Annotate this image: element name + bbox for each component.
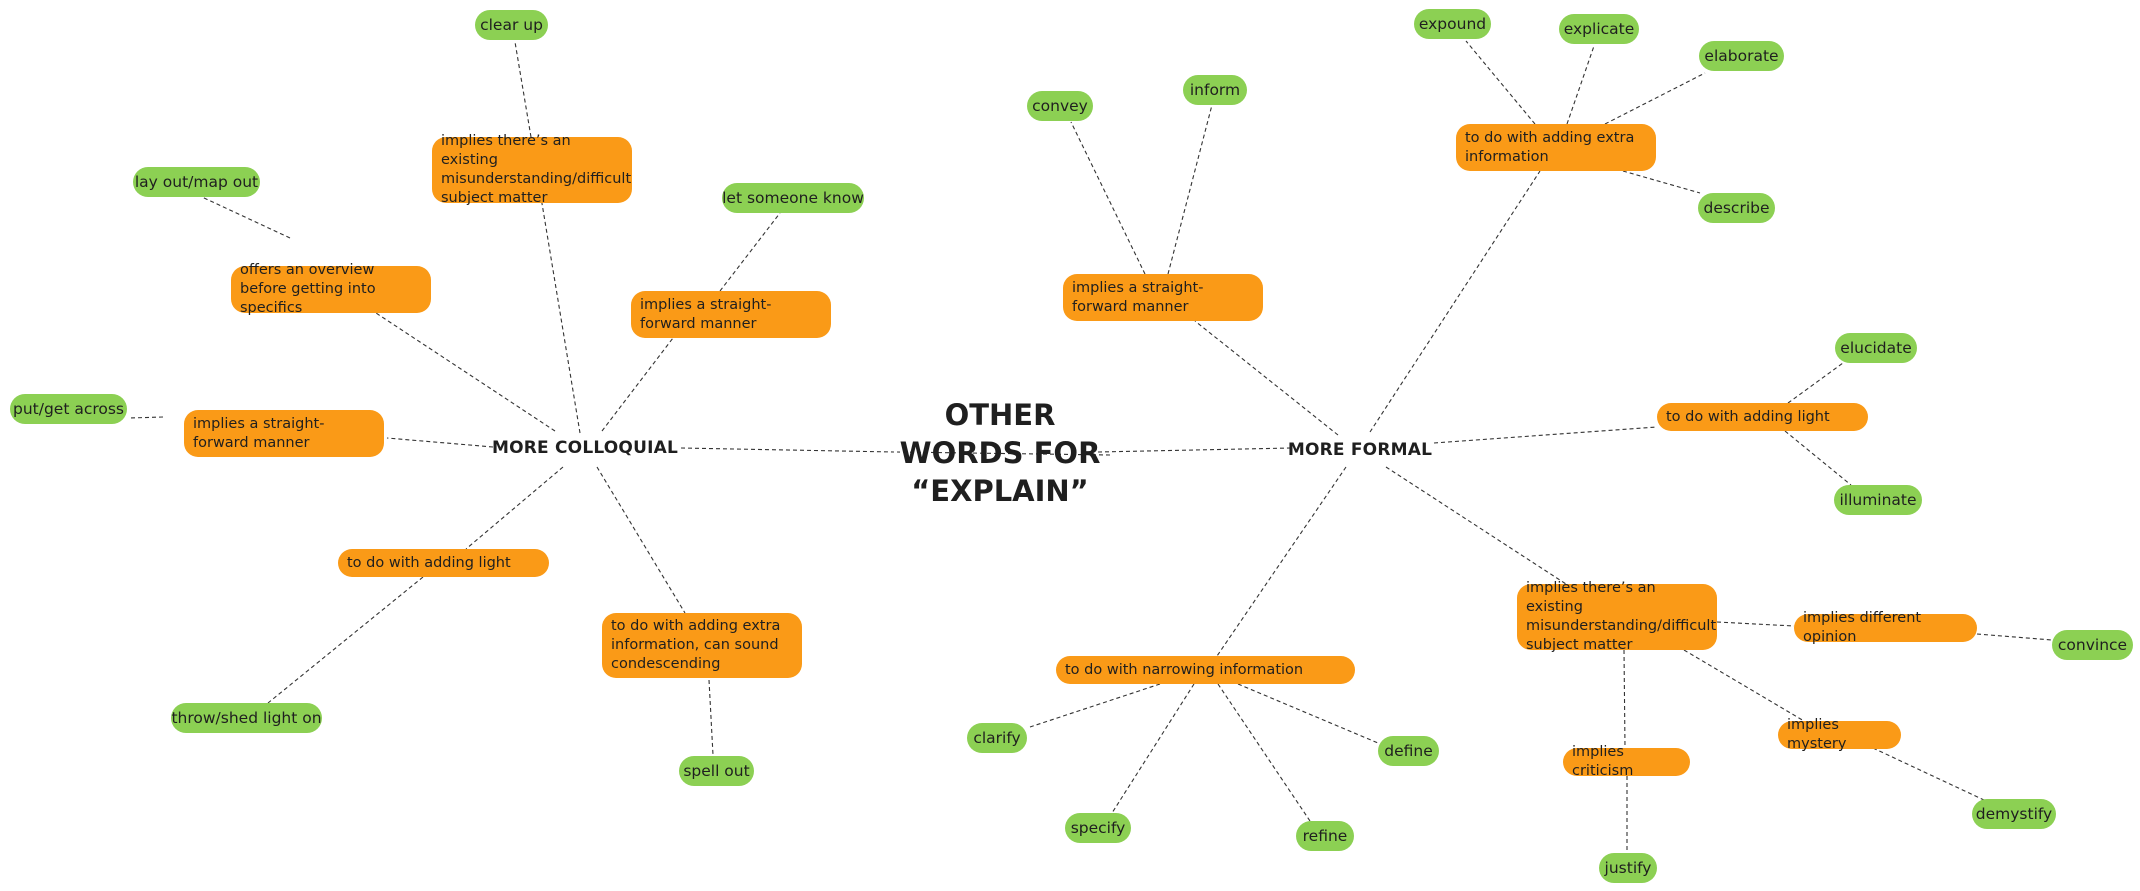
let-someone-know-node: let someone know — [722, 183, 864, 213]
colloquial-misunderstanding-node: implies there’s an existing misunderstan… — [432, 133, 632, 206]
inform-node: inform — [1183, 75, 1247, 105]
colloquial-adding-light-node: to do with adding light — [338, 549, 549, 577]
criticism-node: implies criticism — [1563, 744, 1690, 779]
connector-line — [201, 196, 291, 239]
formal-adding-light-node: to do with adding light — [1657, 403, 1868, 431]
connector-line — [719, 212, 781, 292]
connector-line — [1622, 170, 1701, 194]
clear-up-node: clear up — [475, 10, 548, 40]
justify-node: justify — [1599, 853, 1657, 883]
connector-line — [896, 451, 1111, 456]
connector-line — [267, 576, 424, 704]
refine-node: refine — [1296, 821, 1354, 851]
connector-line — [514, 41, 532, 138]
different-opinion-node: implies different opinion — [1794, 610, 1977, 645]
connector-line — [1167, 104, 1213, 275]
connector-line — [1433, 426, 1658, 444]
colloquial-extra-info-node: to do with adding extra information, can… — [602, 613, 802, 678]
connector-line — [129, 416, 164, 419]
mystery-node: implies mystery — [1778, 717, 1901, 752]
narrowing-node: to do with narrowing information — [1056, 656, 1355, 684]
elaborate-node: elaborate — [1699, 41, 1784, 71]
connector-line — [1385, 466, 1567, 585]
clarify-node: clarify — [967, 723, 1027, 753]
connector-line — [1369, 170, 1541, 433]
connector-line — [375, 312, 556, 432]
formal-misunderstanding-node: implies there’s an existing misunderstan… — [1517, 580, 1717, 653]
overview-node: offers an overview before getting into s… — [231, 262, 431, 316]
connector-line — [1237, 683, 1379, 744]
connector-line — [601, 337, 674, 432]
formal-extra-info-node: to do with adding extra information — [1456, 124, 1656, 171]
formal-straight-forward-node: implies a straight-forward manner — [1063, 274, 1263, 321]
colloquial-straight-forward-node-1: implies a straight-forward manner — [631, 291, 831, 338]
connector-line — [1716, 621, 1795, 627]
connector-line — [1623, 649, 1626, 749]
spell-out-node: spell out — [679, 756, 754, 786]
explicate-node: explicate — [1559, 14, 1639, 44]
connector-line — [1604, 72, 1706, 125]
colloquial-straight-forward-node-2: implies a straight-forward manner — [184, 410, 384, 457]
connector-line — [596, 466, 686, 614]
throw-light-node: throw/shed light on — [171, 703, 322, 733]
connector-line — [1784, 430, 1852, 486]
lay-out-node: lay out/map out — [133, 167, 260, 197]
connector-line — [1872, 747, 1985, 801]
specify-node: specify — [1065, 813, 1131, 843]
connector-line — [1976, 633, 2053, 641]
connector-line — [1029, 683, 1161, 728]
connector-line — [530, 136, 581, 434]
hub-more-formal: MORE FORMAL — [1287, 439, 1433, 460]
put-across-node: put/get across — [10, 394, 127, 424]
connector-line — [1216, 466, 1347, 657]
convince-node: convince — [2052, 630, 2133, 660]
connector-line — [708, 679, 714, 756]
connector-line — [1217, 683, 1311, 822]
demystify-node: demystify — [1972, 799, 2056, 829]
connector-line — [1683, 649, 1805, 722]
connector-line — [1070, 121, 1146, 275]
connector-line — [1111, 683, 1195, 814]
connector-line — [1566, 45, 1595, 125]
hub-more-colloquial: MORE COLLOQUIAL — [492, 437, 678, 458]
connector-line — [1465, 40, 1536, 125]
connector-line — [1097, 447, 1292, 453]
elucidate-node: elucidate — [1835, 333, 1917, 363]
connector-line — [386, 437, 494, 448]
connector-line — [680, 447, 895, 453]
describe-node: describe — [1698, 193, 1775, 223]
connector-line — [1787, 362, 1844, 404]
connector-line — [1194, 320, 1339, 436]
convey-node: convey — [1027, 91, 1093, 121]
connector-line — [465, 466, 564, 550]
define-node: define — [1378, 736, 1439, 766]
center-topic: OTHER WORDS FOR “EXPLAIN” — [899, 397, 1101, 509]
expound-node: expound — [1414, 9, 1491, 39]
illuminate-node: illuminate — [1834, 485, 1922, 515]
